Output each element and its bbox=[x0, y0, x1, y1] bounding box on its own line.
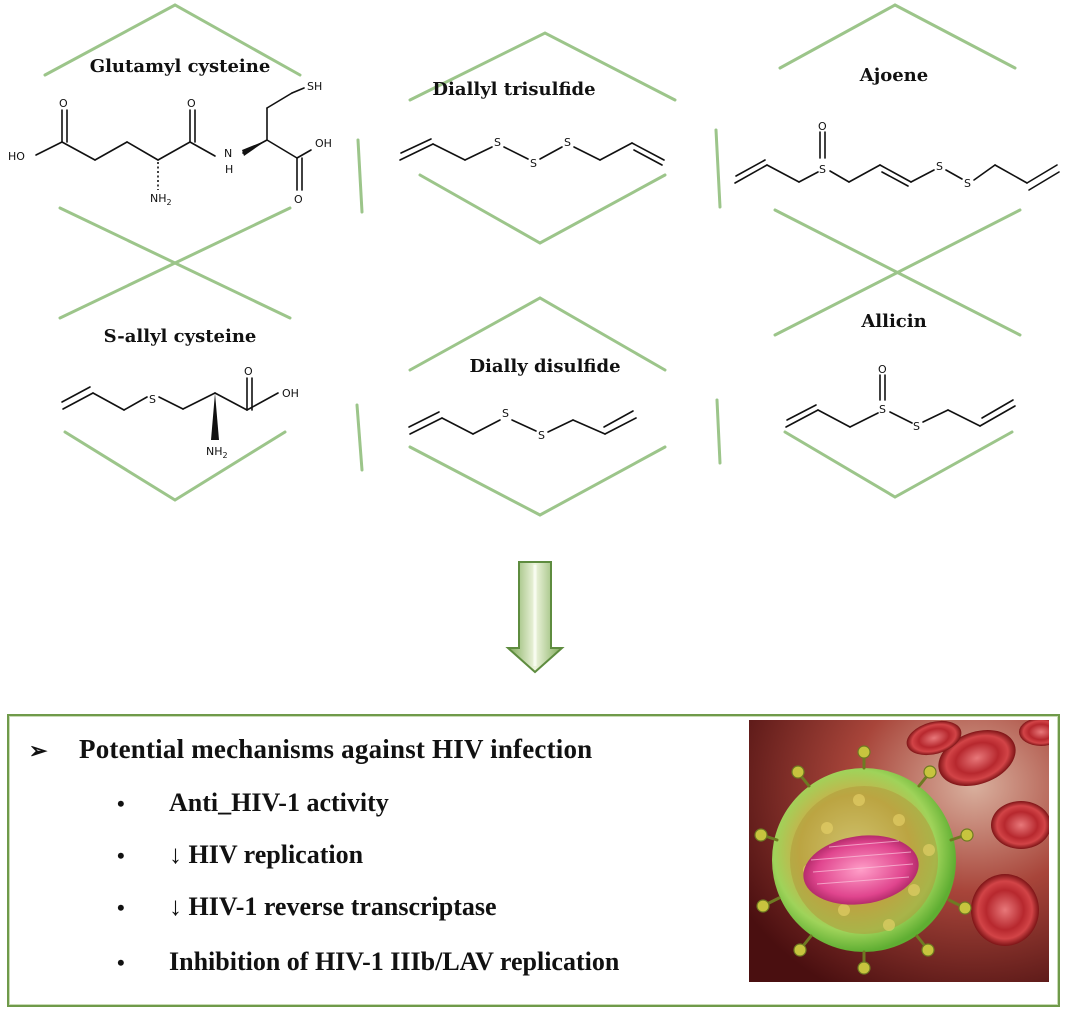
atom-label-s: S bbox=[530, 157, 537, 170]
atom-label-sh: SH bbox=[307, 80, 322, 93]
atom-label-s: S bbox=[913, 420, 920, 433]
structure-s-allyl-cysteine: S O OH NH2 bbox=[61, 365, 299, 460]
atom-label-s: S bbox=[564, 136, 571, 149]
list-item: • Anti_HIV-1 activity bbox=[117, 788, 389, 818]
mechanism-text: Anti_HIV-1 activity bbox=[169, 788, 389, 817]
hiv-virus-image bbox=[749, 720, 1049, 982]
atom-label-n: N bbox=[224, 147, 232, 160]
dot-bullet-icon: • bbox=[117, 843, 125, 868]
compound-name-glutamyl-cysteine: Glutamyl cysteine bbox=[90, 56, 271, 77]
list-item: • ↓ HIV replication bbox=[117, 840, 363, 870]
atom-label-o: O bbox=[187, 97, 196, 110]
list-item: • ↓ HIV-1 reverse transcriptase bbox=[117, 892, 497, 922]
atom-label-h: H bbox=[225, 163, 233, 176]
atom-label-nh2: NH2 bbox=[206, 445, 228, 460]
down-arrow-icon bbox=[505, 561, 565, 674]
atom-label-o: O bbox=[818, 120, 827, 133]
mechanisms-heading-text: Potential mechanisms against HIV infecti… bbox=[79, 734, 593, 764]
mechanisms-heading: ➢ Potential mechanisms against HIV infect… bbox=[29, 734, 592, 765]
atom-label-o: O bbox=[878, 363, 887, 376]
structure-diallyl-trisulfide: S S S bbox=[399, 136, 665, 170]
structure-ajoene: O S S S bbox=[734, 120, 1060, 191]
decorative-frame bbox=[43, 3, 1022, 517]
list-item: • Inhibition of HIV-1 IIIb/LAV replicatio… bbox=[117, 947, 619, 977]
dot-bullet-icon: • bbox=[117, 950, 125, 975]
atom-label-s: S bbox=[819, 163, 826, 176]
dot-bullet-icon: • bbox=[117, 895, 125, 920]
compound-name-diallyl-trisulfide: Diallyl trisulfide bbox=[432, 79, 595, 100]
dot-bullet-icon: • bbox=[117, 791, 125, 816]
atom-label-ho: HO bbox=[8, 150, 25, 163]
atom-label-o: O bbox=[244, 365, 253, 378]
structure-dially-disulfide: S S bbox=[408, 407, 637, 442]
atom-label-oh: OH bbox=[315, 137, 332, 150]
atom-label-oh: OH bbox=[282, 387, 299, 400]
arrowhead-bullet-icon: ➢ bbox=[29, 738, 48, 763]
atom-label-o: O bbox=[294, 193, 303, 206]
compound-name-s-allyl-cysteine: S-allyl cysteine bbox=[104, 326, 257, 347]
mechanism-text: Inhibition of HIV-1 IIIb/LAV replication bbox=[169, 947, 620, 976]
atom-label-s: S bbox=[502, 407, 509, 420]
atom-label-s: S bbox=[964, 177, 971, 190]
compound-name-dially-disulfide: Dially disulfide bbox=[469, 356, 620, 377]
atom-label-s: S bbox=[936, 160, 943, 173]
atom-label-s: S bbox=[494, 136, 501, 149]
atom-label-s: S bbox=[879, 403, 886, 416]
atom-label-s: S bbox=[149, 393, 156, 406]
compound-name-allicin: Allicin bbox=[860, 311, 926, 332]
mechanism-text: ↓ HIV replication bbox=[169, 840, 364, 869]
mechanism-text: ↓ HIV-1 reverse transcriptase bbox=[169, 892, 497, 921]
compound-name-ajoene: Ajoene bbox=[859, 65, 928, 86]
mechanisms-panel: ➢ Potential mechanisms against HIV infect… bbox=[7, 714, 1060, 1007]
atom-label-o: O bbox=[59, 97, 68, 110]
structure-allicin: O S S bbox=[785, 363, 1016, 433]
atom-label-s: S bbox=[538, 429, 545, 442]
atom-label-nh2: NH2 bbox=[150, 192, 172, 207]
structure-glutamyl-cysteine: HO O O N H SH OH O NH2 bbox=[8, 80, 332, 207]
